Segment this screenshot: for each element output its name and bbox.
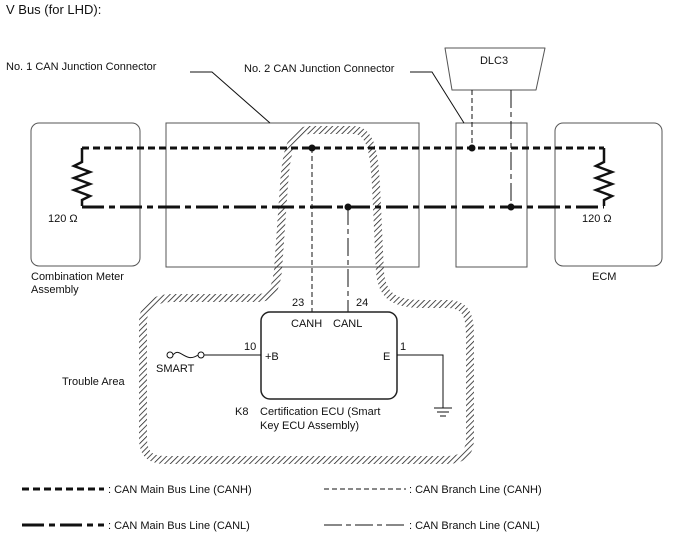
combination-meter-box	[30, 122, 141, 267]
e-label: E	[383, 351, 390, 363]
legend-canh-branch-text: : CAN Branch Line (CANH)	[409, 484, 542, 496]
junction-dot-canh	[308, 144, 316, 152]
junction-dot-dlc3-canh	[468, 144, 476, 152]
legend-canl-main-text: : CAN Main Bus Line (CANL)	[108, 520, 250, 532]
legend-canh-main-text: : CAN Main Bus Line (CANH)	[108, 484, 252, 496]
certification-ecu-label-1: Certification ECU (Smart	[260, 406, 380, 418]
plus-b-label: +B	[265, 351, 279, 363]
combination-meter-label-2: Assembly	[31, 284, 79, 296]
junction-dot-canl	[344, 203, 352, 211]
canh-pin-label: CANH	[291, 318, 322, 330]
diagram-title: V Bus (for LHD):	[6, 2, 101, 17]
pin-e-number: 1	[400, 341, 406, 353]
legend-canl-branch-text: : CAN Branch Line (CANL)	[409, 520, 540, 532]
junction1-label: No. 1 CAN Junction Connector	[6, 61, 157, 73]
pin-b-number: 10	[244, 341, 256, 353]
resistor-right-label: 120 Ω	[582, 213, 612, 225]
dlc3-label: DLC3	[480, 55, 508, 67]
fuse-smart-icon	[172, 351, 199, 359]
combination-meter-label-1: Combination Meter	[31, 271, 124, 283]
pin-canl-number: 24	[356, 297, 368, 309]
trouble-area-label: Trouble Area	[62, 376, 125, 388]
junction-connector-1-box	[165, 122, 420, 268]
junction-dot-dlc3-canl	[507, 203, 515, 211]
certification-ecu-box	[260, 311, 398, 400]
canl-pin-label: CANL	[333, 318, 362, 330]
ecm-label: ECM	[592, 271, 616, 283]
resistor-left-label: 120 Ω	[48, 213, 78, 225]
ground-wire	[397, 354, 444, 408]
fuse-terminal-left	[166, 351, 174, 359]
junction2-leader	[410, 71, 465, 124]
junction-connector-2-box	[455, 122, 528, 268]
junction1-leader	[190, 71, 271, 124]
ecm-box	[554, 122, 663, 267]
junction2-label: No. 2 CAN Junction Connector	[244, 63, 395, 75]
connector-k8-label: K8	[235, 406, 248, 418]
certification-ecu-label-2: Key ECU Assembly)	[260, 420, 359, 432]
fuse-terminal-right	[197, 351, 205, 359]
dlc3-connector	[444, 47, 546, 91]
smart-fuse-label: SMART	[156, 363, 195, 375]
trouble-area-boundary	[139, 126, 474, 464]
resistor-left	[70, 148, 94, 206]
resistor-right	[592, 148, 616, 206]
pin-canh-number: 23	[292, 297, 304, 309]
